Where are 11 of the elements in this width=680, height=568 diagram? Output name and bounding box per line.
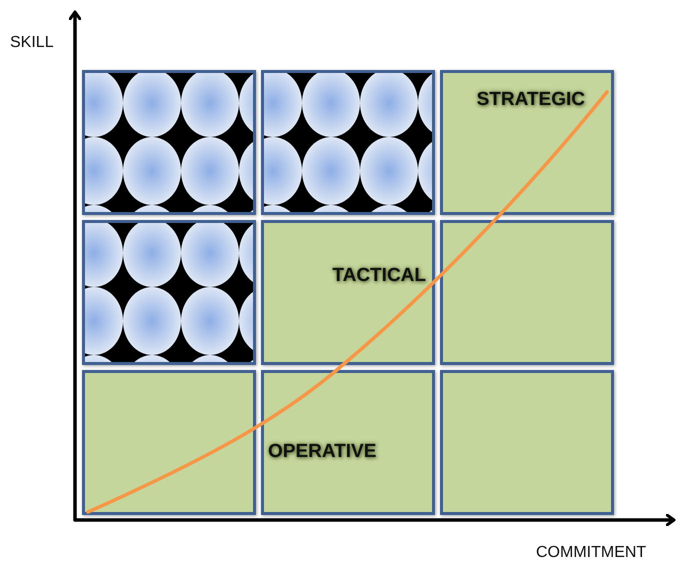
text-cell: [440, 70, 614, 215]
quadrant-label: TACTICAL: [332, 265, 426, 287]
quadrant-label: STRATEGIC: [476, 89, 585, 111]
grid-cell: [82, 370, 256, 515]
axis-label: SKILL: [10, 34, 54, 52]
quadrant-label: OPERATIVE: [268, 441, 376, 463]
axis-label: COMMITMENT: [536, 544, 646, 562]
text-cell: [261, 220, 435, 365]
grid-cell: [440, 370, 614, 515]
text-cell: [261, 370, 435, 515]
grid-cell: [440, 220, 614, 365]
